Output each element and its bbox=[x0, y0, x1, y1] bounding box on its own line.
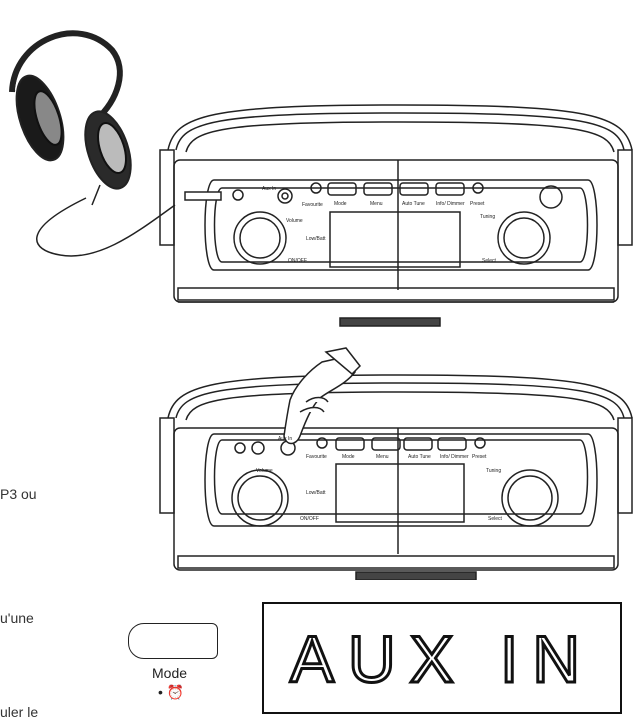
label-preset: Preset bbox=[472, 454, 487, 460]
lcd-text: AUX IN bbox=[290, 622, 594, 696]
label-aux-in: Aux In bbox=[262, 186, 276, 192]
label-volume: Volume bbox=[256, 468, 273, 474]
alarm-clock-icon: • ⏰ bbox=[158, 684, 185, 700]
label-volume: Volume bbox=[286, 218, 303, 224]
mode-button[interactable] bbox=[128, 623, 218, 659]
label-preset: Preset bbox=[470, 201, 485, 207]
label-menu: Menu bbox=[370, 201, 383, 207]
radio-unit-bottom bbox=[159, 374, 633, 580]
label-auto-tune: Auto Tune bbox=[408, 454, 431, 460]
headphones-icon bbox=[9, 30, 176, 257]
lcd-segment-text: AUX IN bbox=[288, 621, 594, 698]
label-tuning: Tuning bbox=[486, 468, 501, 474]
label-aux-in: Aux In bbox=[278, 436, 292, 442]
text-fragment-2: u'une bbox=[0, 610, 34, 626]
text-fragment-3: uler le bbox=[0, 704, 39, 720]
radio-unit-top bbox=[159, 104, 633, 327]
label-menu: Menu bbox=[376, 454, 389, 460]
label-mode: Mode bbox=[342, 454, 355, 460]
radio-top-labels: Favourite Mode Menu Auto Tune Info/ Dimm… bbox=[262, 186, 497, 264]
radio-with-headphones-illustration: Favourite Mode Menu Auto Tune Info/ Dimm… bbox=[9, 30, 633, 327]
radio-hand-press-illustration: Favourite Mode Menu Auto Tune Info/ Dimm… bbox=[159, 347, 633, 580]
label-info-dimmer: Info/ Dimmer bbox=[436, 201, 465, 207]
label-tuning: Tuning bbox=[480, 214, 495, 220]
label-info-dimmer: Info/ Dimmer bbox=[440, 454, 469, 460]
lcd-display: AUX IN bbox=[262, 602, 622, 714]
label-select: Select bbox=[482, 258, 497, 264]
label-on-off: ON/OFF bbox=[300, 516, 319, 522]
radio-bottom-labels: Favourite Mode Menu Auto Tune Info/ Dimm… bbox=[256, 436, 503, 522]
pointing-hand-icon bbox=[283, 347, 361, 445]
label-mode: Mode bbox=[334, 201, 347, 207]
label-auto-tune: Auto Tune bbox=[402, 201, 425, 207]
label-low-batt: Low/Batt bbox=[306, 490, 326, 496]
label-favourite: Favourite bbox=[306, 454, 327, 460]
mode-button-label: Mode bbox=[152, 665, 188, 681]
label-favourite: Favourite bbox=[302, 202, 323, 208]
label-select: Select bbox=[488, 516, 503, 522]
label-low-batt: Low/Batt bbox=[306, 236, 326, 242]
text-fragment-1: P3 ou bbox=[0, 486, 37, 502]
label-on-off: ON/OFF bbox=[288, 258, 307, 264]
